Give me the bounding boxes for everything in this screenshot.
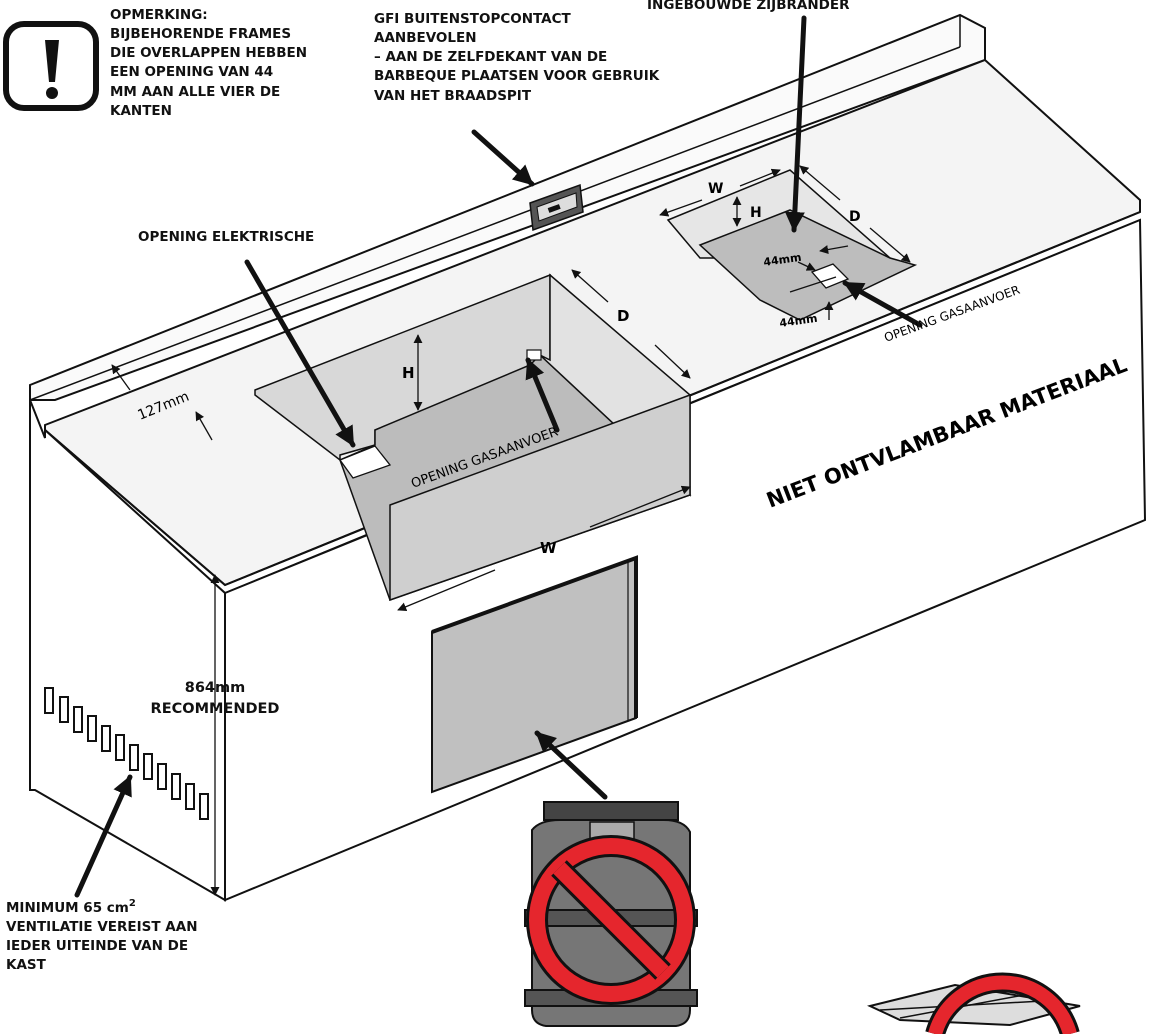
burner-gap-b-label: 44mm bbox=[779, 312, 819, 330]
ventilation-area: MINIMUM 65 cm2 bbox=[6, 897, 226, 918]
counter-height-value: 864mm bbox=[184, 680, 246, 696]
note-line: MM AAN ALLE VIER DE bbox=[110, 83, 281, 100]
grill-cutout-front-wall bbox=[389, 393, 691, 602]
ventilation-line: KAST bbox=[6, 957, 46, 974]
note-line: KANTEN bbox=[110, 102, 172, 119]
exclamation-icon bbox=[3, 21, 99, 111]
burner-width-label: W bbox=[708, 181, 723, 197]
grill-dimensions bbox=[111, 269, 691, 896]
gfi-line: GFI BUITENSTOPCONTACT bbox=[374, 11, 571, 27]
note-line: EEN OPENING VAN 44 bbox=[110, 64, 274, 81]
leader-arrows bbox=[74, 15, 923, 898]
ventilation-area-exponent: 2 bbox=[128, 898, 136, 909]
gfi-line: AANBEVOLEN bbox=[374, 30, 477, 47]
gfi-outlet bbox=[529, 183, 584, 232]
note-text: OPMERKING: BIJBEHORENDE FRAMES DIE OVERL… bbox=[110, 6, 340, 121]
counter-height-label: 864mm RECOMMENDED bbox=[130, 678, 300, 719]
note-line: DIE OVERLAPPEN HEBBEN bbox=[110, 45, 308, 62]
grill-height-label: H bbox=[402, 364, 415, 382]
propane-tank-prohibited-icon bbox=[524, 801, 698, 1027]
note-line: BIJBEHORENDE FRAMES bbox=[110, 26, 292, 43]
ventilation-note: MINIMUM 65 cm2 VENTILATIE VEREIST AAN IE… bbox=[6, 897, 226, 976]
electric-opening-label: OPENING ELEKTRISCHE bbox=[138, 229, 315, 245]
ventilation-slots bbox=[44, 687, 209, 820]
gfi-line: – AAN DE ZELFDEKANT VAN DE bbox=[374, 49, 608, 66]
counter-height-note: RECOMMENDED bbox=[150, 700, 280, 717]
electric-notch bbox=[338, 445, 392, 479]
ventilation-area-text: MINIMUM 65 cm bbox=[6, 900, 129, 916]
note-line: OPMERKING: bbox=[110, 7, 208, 23]
burner-dimensions bbox=[659, 165, 911, 320]
ventilation-line: IEDER UITEINDE VAN DE bbox=[6, 938, 189, 955]
burner-gap-a-label: 44mm bbox=[763, 251, 803, 269]
gfi-line: VAN HET BRAADSPIT bbox=[374, 87, 532, 104]
gfi-line: BARBEQUE PLAATSEN VOOR GEBRUIK bbox=[374, 68, 660, 85]
burner-height-label: H bbox=[750, 205, 762, 221]
grill-width-label: W bbox=[540, 539, 557, 557]
heat-shield-prohibited-icon bbox=[867, 972, 1081, 1034]
ventilation-line: VENTILATIE VEREIST AAN bbox=[6, 919, 198, 936]
gfi-note: GFI BUITENSTOPCONTACT AANBEVOLEN – AAN D… bbox=[374, 10, 734, 106]
grill-depth-label: D bbox=[617, 307, 629, 325]
burner-depth-label: D bbox=[849, 209, 861, 225]
side-burner-label: INGEBOUWDE ZIJBRANDER bbox=[647, 0, 850, 13]
